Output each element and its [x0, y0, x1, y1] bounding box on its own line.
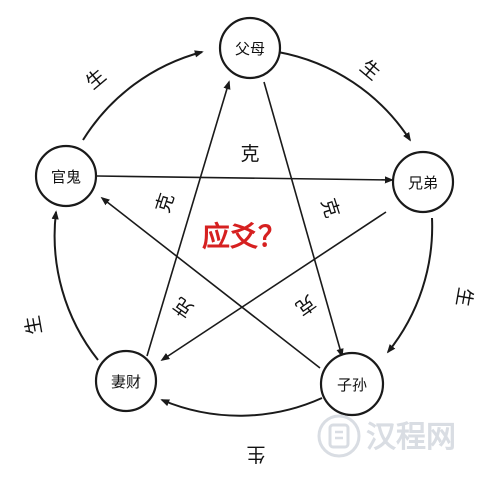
sheng-label-left: 生: [22, 314, 47, 337]
watermark-text: 汉程网: [366, 420, 456, 455]
sheng-label-right: 生: [451, 286, 476, 309]
node-fumu-label: 父母: [235, 40, 265, 58]
line-fumu-to-zisun: [263, 81, 344, 358]
node-guangui: 官鬼: [34, 144, 98, 208]
node-zisun-label: 子孙: [337, 376, 367, 394]
arc-guangui-to-fumu: [82, 50, 204, 141]
controlling-star: [96, 80, 394, 369]
node-qicai-label: 妻财: [111, 373, 141, 391]
arc-fumu-to-xiongdi: [277, 51, 411, 142]
sheng-label-bottom: 生: [246, 443, 265, 465]
sheng-label-top-left: 生: [82, 65, 111, 94]
ke-label-top: 克: [240, 143, 259, 165]
node-xiongdi: 兄弟: [391, 150, 455, 214]
node-xiongdi-label: 兄弟: [408, 174, 438, 192]
watermark: 汉程网: [317, 414, 456, 458]
sheng-label-top-right: 生: [356, 56, 385, 85]
ke-label-left: 克: [152, 191, 179, 216]
arc-qicai-to-guangui: [51, 210, 99, 361]
ke-label-lower-right: 克: [291, 290, 319, 319]
ke-label-right: 克: [316, 196, 343, 221]
line-qicai-to-fumu: [146, 80, 231, 357]
ke-label-lower-left: 克: [169, 292, 197, 321]
watermark-logo-icon: [317, 414, 361, 458]
node-zisun: 子孙: [319, 351, 385, 417]
arc-xiongdi-to-zisun: [386, 217, 434, 354]
node-guangui-label: 官鬼: [51, 168, 81, 186]
node-qicai: 妻财: [94, 349, 158, 413]
center-label: 应爻？: [202, 220, 286, 253]
line-guangui-to-xiongdi: [96, 175, 394, 184]
node-fumu: 父母: [218, 16, 282, 80]
line-xiongdi-to-qicai: [160, 211, 387, 361]
line-zisun-to-guangui: [100, 196, 321, 369]
arc-zisun-to-qicai: [160, 397, 323, 417]
generating-cycle: [51, 50, 434, 417]
